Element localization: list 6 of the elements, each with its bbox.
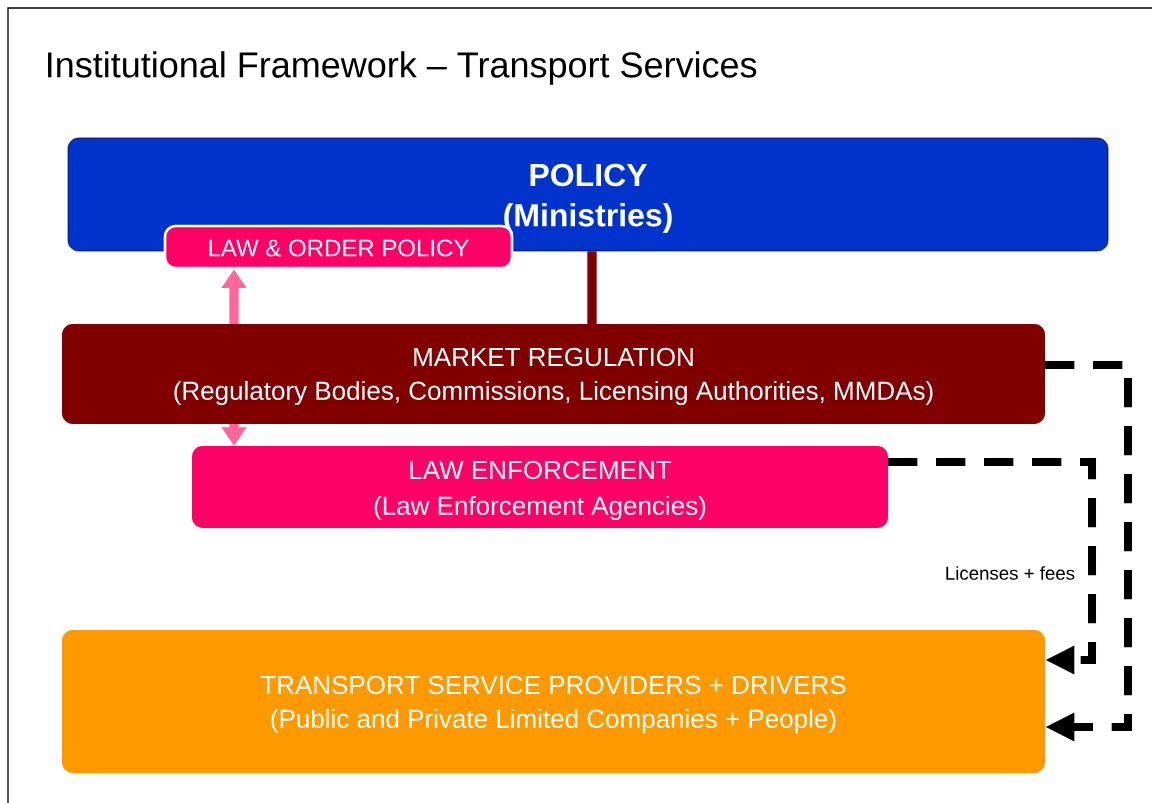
enforcement-box: LAW ENFORCEMENT (Law Enforcement Agencies) (192, 446, 888, 528)
regulation-box: MARKET REGULATION (Regulatory Bodies, Commissions, Licensing Authorities, MMDAs) (62, 324, 1045, 424)
slide-title: Institutional Framework – Transport Services (48, 51, 757, 85)
edge-label: Licenses + fees (942, 563, 1078, 583)
provider-box: TRANSPORT SERVICE PROVIDERS + DRIVERS (Public and Private Limited Companies + People) (62, 630, 1045, 773)
connector-line (587, 251, 597, 324)
